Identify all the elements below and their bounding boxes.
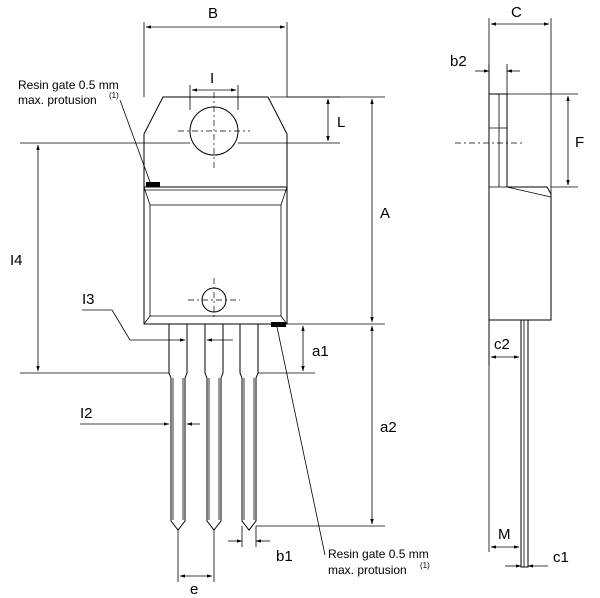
- dim-a2: a2: [256, 325, 397, 527]
- resin-gate-top: [146, 182, 160, 187]
- label-B: B: [208, 5, 218, 22]
- body-inner-outline: [149, 204, 282, 317]
- note-bottom-line2: max. protusion: [328, 563, 407, 577]
- dim-M: M: [488, 320, 520, 552]
- note-top-line2: max. protusion: [18, 93, 97, 107]
- resin-gate-note-top: Resin gate 0.5 mm max. protusion (1): [18, 78, 151, 183]
- resin-gate-note-bottom: Resin gate 0.5 mm max. protusion (1): [276, 326, 430, 577]
- label-b2: b2: [450, 53, 467, 70]
- package-body: [143, 186, 288, 325]
- label-L: L: [337, 114, 345, 131]
- dim-e: e: [177, 530, 215, 598]
- front-view: [143, 92, 288, 531]
- dim-I2: I2: [80, 405, 200, 426]
- dim-c2: c2: [488, 320, 522, 365]
- dim-I4: I4: [10, 142, 190, 374]
- note-top-ref: (1): [109, 91, 119, 100]
- note-bottom-line1: Resin gate 0.5 mm: [328, 547, 429, 561]
- dim-a1: a1: [258, 325, 329, 374]
- note-bottom-ref: (1): [420, 561, 430, 570]
- dim-C: C: [488, 4, 552, 194]
- note-top-line1: Resin gate 0.5 mm: [18, 78, 119, 92]
- side-body: [488, 93, 552, 321]
- dim-L: L: [238, 96, 345, 144]
- dim-A: A: [287, 96, 390, 325]
- label-C: C: [511, 4, 522, 21]
- dim-F: F: [507, 93, 584, 188]
- dim-I: I: [189, 70, 239, 110]
- dim-b1: b1: [228, 526, 293, 565]
- label-c2: c2: [494, 336, 510, 353]
- label-I: I: [210, 70, 214, 87]
- label-I3: I3: [82, 291, 95, 308]
- side-lead: [520, 320, 529, 568]
- label-e: e: [190, 581, 198, 598]
- label-M: M: [498, 526, 511, 543]
- dim-I3: I3: [82, 291, 233, 346]
- resin-gate-bottom: [271, 322, 286, 327]
- dim-b2: b2: [450, 53, 520, 94]
- leads: [168, 324, 259, 531]
- label-F: F: [575, 134, 584, 151]
- label-a1: a1: [312, 343, 329, 360]
- label-c1: c1: [553, 549, 569, 566]
- side-view: [455, 93, 552, 568]
- dim-B: B: [143, 5, 288, 97]
- label-I2: I2: [80, 405, 93, 422]
- label-I4: I4: [10, 252, 23, 269]
- label-b1: b1: [276, 548, 293, 565]
- mounting-tab: [143, 96, 288, 188]
- dim-c1: c1: [505, 549, 569, 568]
- label-A: A: [380, 205, 390, 222]
- label-a2: a2: [380, 419, 397, 436]
